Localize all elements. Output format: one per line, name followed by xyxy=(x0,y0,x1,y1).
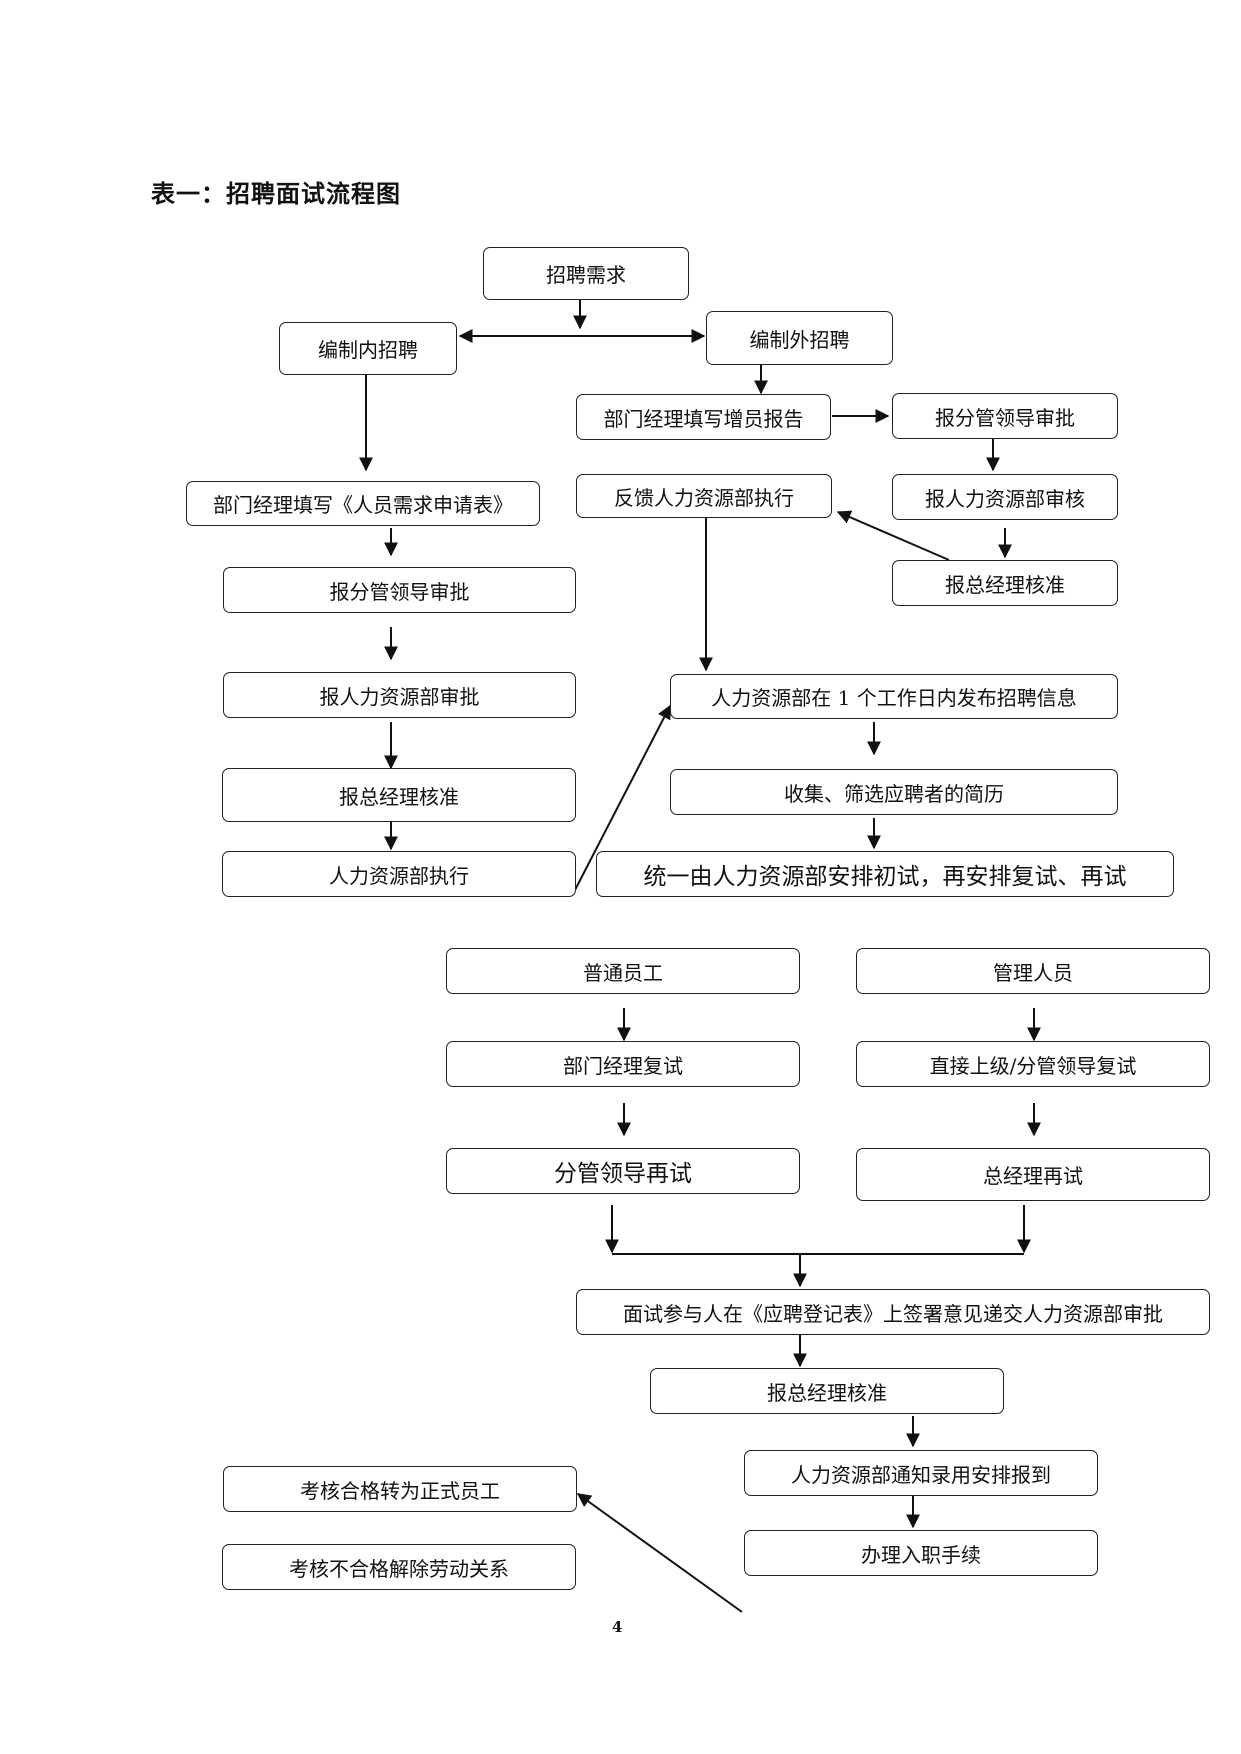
page-number: 4 xyxy=(612,1618,623,1636)
node-demand: 招聘需求 xyxy=(483,247,689,300)
node-internal: 编制内招聘 xyxy=(279,322,457,375)
node-ext-hr: 报人力资源部审核 xyxy=(892,474,1118,520)
node-ext-leader: 报分管领导审批 xyxy=(892,393,1118,439)
node-manager: 管理人员 xyxy=(856,948,1210,994)
node-staff-second: 部门经理复试 xyxy=(446,1041,800,1087)
node-int-hr: 报人力资源部审批 xyxy=(223,672,576,718)
page-title: 表一：招聘面试流程图 xyxy=(151,180,401,208)
node-publish: 人力资源部在 1 个工作日内发布招聘信息 xyxy=(670,674,1118,719)
node-int-form: 部门经理填写《人员需求申请表》 xyxy=(186,481,540,526)
node-ext-gm: 报总经理核准 xyxy=(892,560,1118,606)
node-collect: 收集、筛选应聘者的简历 xyxy=(670,769,1118,815)
node-pass: 考核合格转为正式员工 xyxy=(223,1466,577,1512)
node-staff: 普通员工 xyxy=(446,948,800,994)
node-manager-second: 直接上级/分管领导复试 xyxy=(856,1041,1210,1087)
node-ext-feedback: 反馈人力资源部执行 xyxy=(576,474,832,518)
node-notify: 人力资源部通知录用安排报到 xyxy=(744,1450,1098,1496)
node-fail: 考核不合格解除劳动关系 xyxy=(222,1544,576,1590)
node-first-interview: 统一由人力资源部安排初试，再安排复试、再试 xyxy=(596,851,1174,897)
node-onboard: 办理入职手续 xyxy=(744,1530,1098,1576)
node-external: 编制外招聘 xyxy=(706,311,893,365)
node-staff-third: 分管领导再试 xyxy=(446,1148,800,1194)
node-final-gm: 报总经理核准 xyxy=(650,1368,1004,1414)
node-sign: 面试参与人在《应聘登记表》上签署意见递交人力资源部审批 xyxy=(576,1289,1210,1335)
node-manager-third: 总经理再试 xyxy=(856,1148,1210,1201)
node-int-leader: 报分管领导审批 xyxy=(223,567,576,613)
node-int-gm: 报总经理核准 xyxy=(222,768,576,822)
node-int-exec: 人力资源部执行 xyxy=(222,851,576,897)
node-ext-report: 部门经理填写增员报告 xyxy=(576,394,831,440)
